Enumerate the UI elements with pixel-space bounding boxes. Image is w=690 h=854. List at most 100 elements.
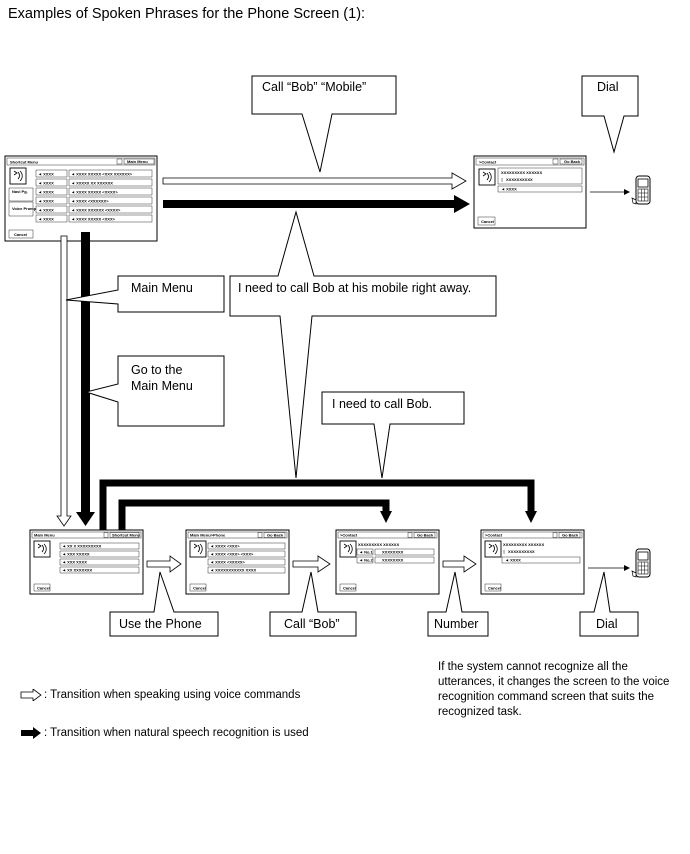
main-menu-item-row: ◄ XX XXXXXXX [62, 568, 93, 573]
phone-title: Main Menu>Phone [190, 533, 226, 538]
shortcut-code: ◄ XXXX [38, 208, 54, 213]
callout-dial-top-text: Dial [597, 80, 619, 94]
contact-final-line1: XXXXXXXXX XXXXXX [503, 542, 544, 547]
phone-item-row: ◄ XXXX <XXX> [210, 544, 240, 549]
contact-final-mobile-icon: ▯ [503, 549, 505, 554]
contact-top-mobile-icon: ▯ [501, 177, 503, 182]
phone-item-row: ◄ XXXX <XXXXX> [210, 560, 246, 565]
contact-final-screen: >Contact Go Back XXXXXXXXX XXXXXX ▯ XXXX… [480, 529, 585, 595]
contact-numbers-cancel: Cancel [343, 586, 356, 591]
shortcut-code: ◄ XXXX [38, 181, 54, 186]
natural-transition-arrow [163, 195, 470, 213]
callout-need-call-bob: I need to call Bob. [321, 391, 465, 479]
shortcut-voice-prompts-button: Voice Prompts [12, 206, 40, 211]
callout-call-bob-mobile-text: Call “Bob” “Mobile” [262, 80, 366, 94]
shortcut-voice-icon [9, 167, 27, 185]
shortcut-item-row: ◄ XXXX XXXXX <XXX> [71, 217, 116, 222]
voice-transition-arrow [162, 172, 467, 190]
shortcut-code: ◄ XXXX [38, 217, 54, 222]
main-menu-screen: Main Menu Shortcut Menu ◄ XX X XXXXXXXXX… [29, 529, 144, 595]
page-title: Examples of Spoken Phrases for the Phone… [8, 6, 366, 22]
natural-down-arrow [76, 232, 95, 526]
voice-down-arrow [56, 235, 72, 527]
contact-numbers-voice-icon [339, 540, 357, 558]
contact-top-title: >Contact [479, 160, 497, 165]
main-menu-voice-icon [33, 540, 51, 558]
callout-use-phone: Use the Phone [109, 571, 219, 637]
phone-cancel: Cancel [193, 586, 206, 591]
main-menu-item-row: ◄ XX X XXXXXXXXX [62, 544, 102, 549]
shortcut-code: ◄ XXXX [38, 199, 54, 204]
contact-final-line2: XXXXXXXXXX [508, 549, 535, 554]
contact-top-item: ◄ XXXX [501, 187, 517, 192]
voice-arrow-1 [146, 555, 182, 573]
callout-number-text: Number [434, 617, 478, 631]
shortcut-code: ◄ XXXX [38, 172, 54, 177]
callout-go-text-1: Go to the [131, 363, 182, 377]
white-arrow-icon [20, 689, 42, 701]
callout-go-text-2: Main Menu [131, 379, 193, 393]
legend-voice-text: : Transition when speaking using voice c… [44, 689, 301, 701]
shortcut-item-row: ◄ XXXX <XXXXXX> [71, 199, 109, 204]
contact-top-voice-icon [478, 168, 496, 186]
contact-final-title: >Contact [485, 533, 503, 538]
phone-device-icon-top [631, 175, 651, 205]
shortcut-navi-button: Navi Pg. [12, 189, 28, 194]
contact-final-voice-icon [484, 540, 502, 558]
phone-voice-icon [189, 540, 207, 558]
shortcut-menu-screen: Shortcut Menu Main Menu Navi Pg. Voice P… [4, 155, 158, 242]
contact-numbers-go-back: Go Back [417, 533, 434, 538]
phone-item-row: ◄ XXXXXXXXXXX XXXX [210, 568, 257, 573]
contact-final-go-back: Go Back [562, 533, 579, 538]
legend-natural-text: : Transition when natural speech recogni… [44, 727, 309, 739]
main-menu-cancel: Cancel [37, 586, 50, 591]
callout-dial-top: Dial [581, 75, 639, 154]
phone-go-back: Go Back [267, 533, 284, 538]
callout-natural-text: I need to call Bob at his mobile right a… [238, 281, 471, 295]
voice-arrow-2 [292, 555, 331, 573]
callout-dial-bottom-text: Dial [596, 617, 618, 631]
contact-top-line2: XXXXXXXXXX [506, 177, 533, 182]
contact-number-1: ◄ No.1 [359, 550, 374, 555]
shortcut-code: ◄ XXXX [38, 190, 54, 195]
contact-number-2-value: XXXXXXXX [382, 558, 404, 563]
voice-arrow-3 [442, 555, 477, 573]
main-menu-item-row: ◄ XXX XXXX [62, 560, 87, 565]
natural-routing-arrows [99, 479, 537, 530]
callout-need-call-bob-text: I need to call Bob. [332, 397, 432, 411]
contact-screen-top: >Contact Go Back XXXXXXXXX XXXXXX ▯ XXXX… [473, 155, 587, 229]
contact-final-item: ◄ XXXX [505, 558, 521, 563]
callout-main-menu-text: Main Menu [131, 281, 193, 295]
callout-call-bob-text: Call “Bob” [284, 617, 340, 631]
callout-main-menu: Main Menu [65, 275, 225, 313]
main-menu-shortcut-button: Shortcut Menu [112, 533, 141, 538]
callout-number: Number [427, 571, 489, 637]
contact-final-cancel: Cancel [488, 586, 501, 591]
callout-dial-bottom: Dial [579, 571, 639, 637]
contact-number-1-value: XXXXXXXX [382, 550, 404, 555]
shortcut-item-row: ◄ XXXX XXXXX <XXXX> [71, 190, 118, 195]
black-arrow-icon [21, 727, 41, 739]
contact-top-go-back: Go Back [564, 159, 581, 164]
phone-screen: Main Menu>Phone Go Back ◄ XXXX <XXX> ◄ XX… [185, 529, 290, 595]
phone-device-icon-bottom [631, 548, 651, 578]
recognition-note: If the system cannot recognize all the u… [438, 661, 670, 718]
callout-use-phone-text: Use the Phone [119, 617, 202, 631]
shortcut-item-row: ◄ XXXX XXXXXX <XXXX> [71, 208, 121, 213]
phone-item-row: ◄ XXXX <XXX> <XXX> [210, 552, 254, 557]
main-menu-item-row: ◄ XXX XXXXX [62, 552, 90, 557]
main-menu-title: Main Menu [34, 533, 55, 538]
shortcut-cancel-button: Cancel [14, 232, 27, 237]
legend-natural: : Transition when natural speech recogni… [20, 727, 309, 739]
callout-call-bob-mobile: Call “Bob” “Mobile” [251, 75, 397, 173]
contact-numbers-screen: >Contact Go Back XXXXXXXXX XXXXXX ◄ No.1… [335, 529, 440, 595]
callout-natural-sentence: I need to call Bob at his mobile right a… [229, 210, 497, 479]
legend-voice: : Transition when speaking using voice c… [20, 689, 300, 701]
contact-number-2: ◄ No.2 [359, 558, 374, 563]
contact-top-line1: XXXXXXXXX XXXXXX [501, 170, 542, 175]
shortcut-item-row: ◄ XXXXX XX XXXXXX [71, 181, 113, 186]
contact-top-cancel: Cancel [481, 219, 494, 224]
callout-call-bob: Call “Bob” [269, 571, 357, 637]
shortcut-item-row: ◄ XXXX XXXXX <XXX XXXXXX> [71, 172, 133, 177]
